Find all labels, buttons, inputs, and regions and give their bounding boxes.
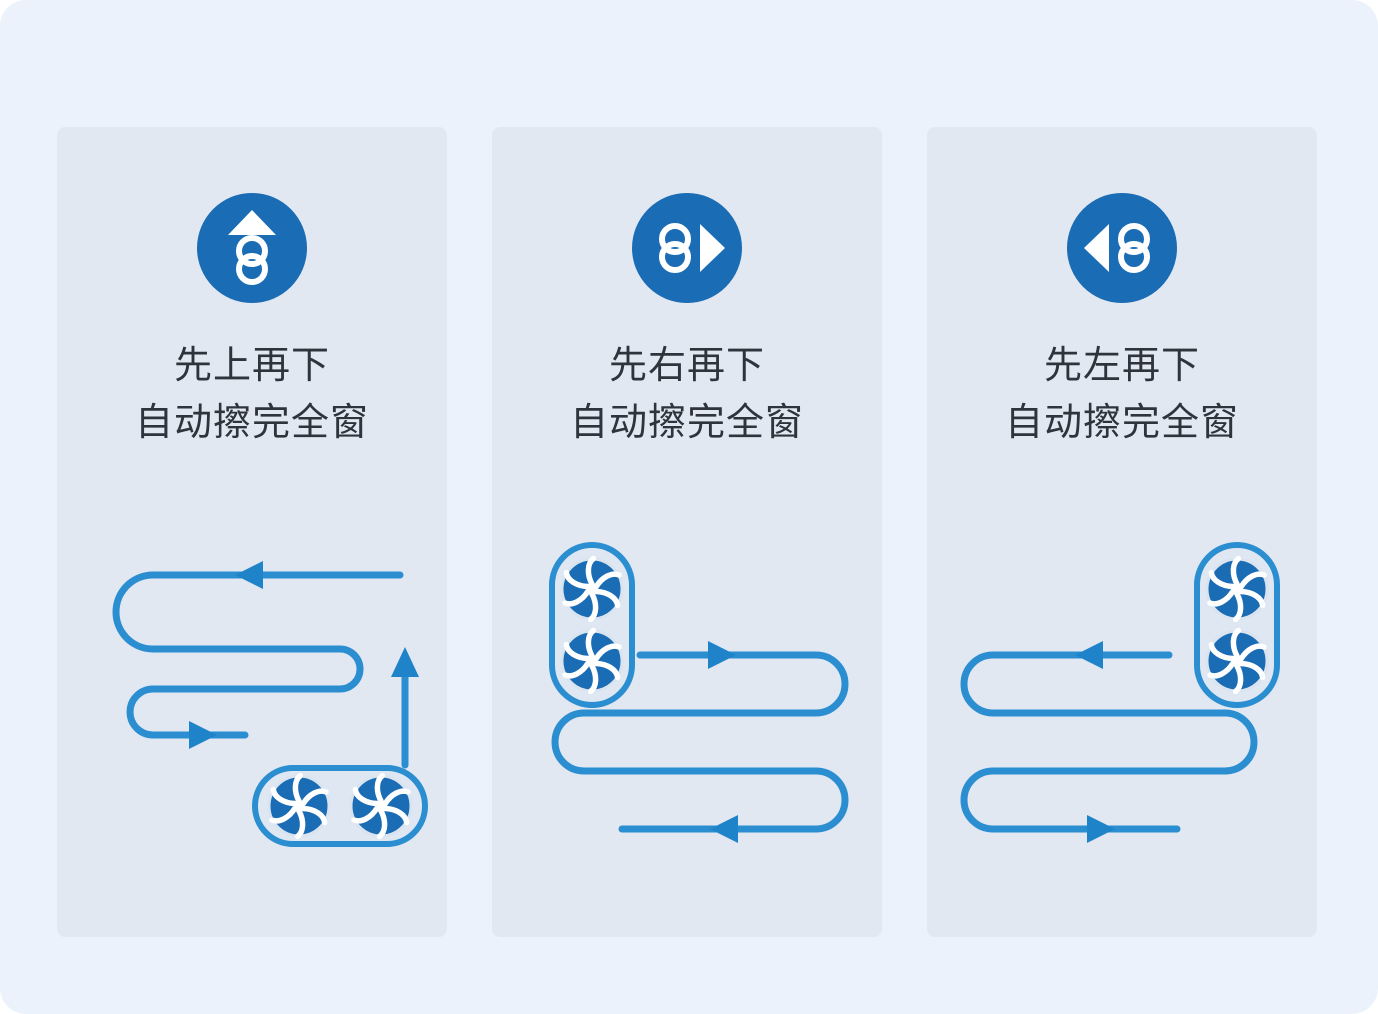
panel-title: 先左再下 自动擦完全窗 (927, 337, 1317, 451)
robot-up-arrow-icon (197, 193, 307, 303)
fan-icon (562, 630, 622, 692)
serpentine-path (551, 651, 849, 833)
robot-left-arrow-icon (1067, 193, 1177, 303)
panel-title-line2: 自动擦完全窗 (134, 400, 369, 444)
arrow-left-icon (235, 561, 263, 589)
panel-title-line1: 先右再下 (608, 343, 765, 387)
arrow-left-icon (710, 815, 738, 843)
fan-icon (1207, 630, 1267, 692)
panel-right-then-down: 先右再下 自动擦完全窗 (492, 127, 882, 937)
fan-icon (351, 775, 411, 837)
mode-icon-wrap (57, 127, 447, 303)
panel-title: 先上再下 自动擦完全窗 (57, 337, 447, 451)
serpentine-path (112, 571, 404, 739)
panel-title: 先右再下 自动擦完全窗 (492, 337, 882, 451)
panel-title-line1: 先上再下 (173, 343, 330, 387)
mode-icon-wrap (492, 127, 882, 303)
arrow-up-icon (391, 647, 419, 677)
arrow-left-icon (1075, 641, 1103, 669)
panel-title-line1: 先左再下 (1043, 343, 1200, 387)
arrow-right-icon (708, 641, 736, 669)
panel-left-then-down: 先左再下 自动擦完全窗 (927, 127, 1317, 937)
arrow-right-icon (1087, 815, 1115, 843)
mode-icon-wrap (927, 127, 1317, 303)
cleaning-path-up-then-down-diagram (112, 561, 428, 847)
cleaning-path-left-then-down-diagram (960, 542, 1280, 843)
cleaning-path-right-then-down-diagram (549, 542, 849, 843)
fan-icon (269, 775, 329, 837)
fan-icon (562, 558, 622, 620)
arrow-right-icon (189, 721, 217, 749)
panel-title-line2: 自动擦完全窗 (569, 400, 804, 444)
robot-right-arrow-icon (632, 193, 742, 303)
panel-title-line2: 自动擦完全窗 (1004, 400, 1239, 444)
panel-up-then-down: 先上再下 自动擦完全窗 (57, 127, 447, 937)
fan-icon (1207, 558, 1267, 620)
serpentine-path (960, 651, 1258, 833)
